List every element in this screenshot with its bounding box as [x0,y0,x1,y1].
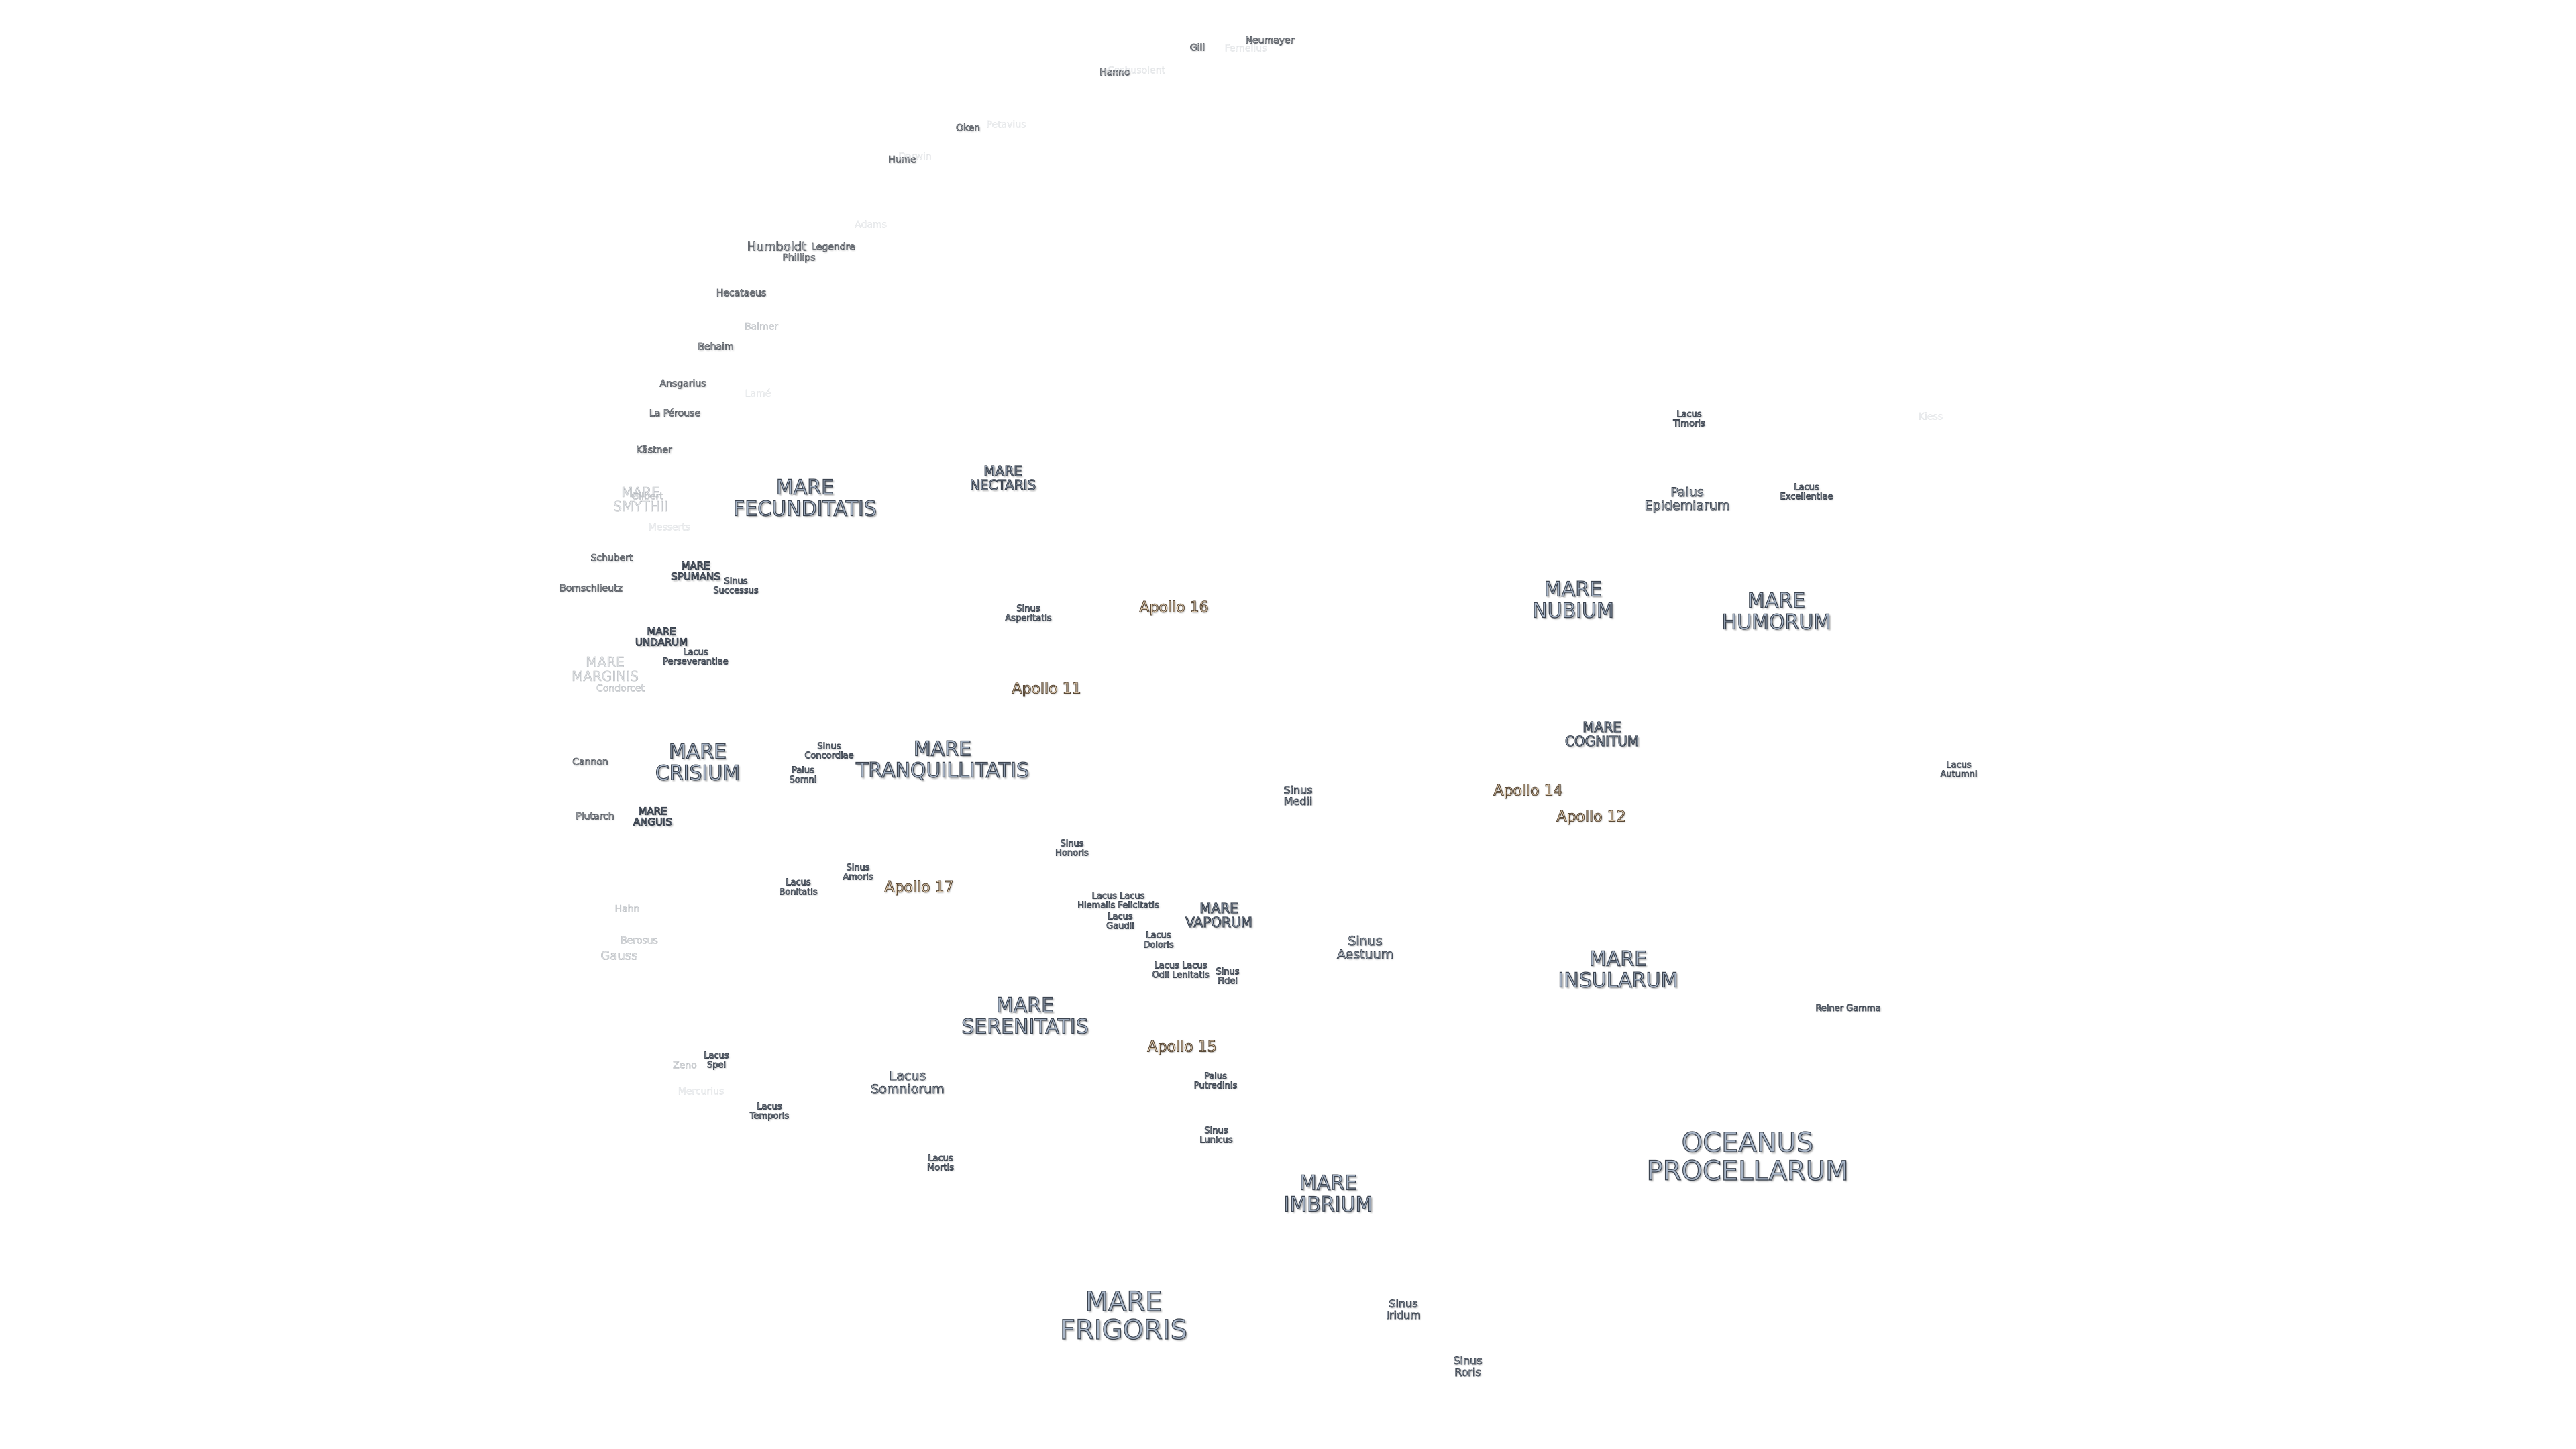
crater-hanno-label: Hanno [1099,67,1130,78]
crater-hahn-label: Hahn [614,904,640,915]
lacus-odii-label: Lacus Lacus Odii Lenitatis [1152,961,1210,980]
lacus-gaudii-label: Lacus Gaudii [1106,912,1135,931]
crater-gill-label: Gill [1189,42,1205,54]
reiner-gamma-label: Reiner Gamma [1815,1004,1881,1014]
crater-behaim-label: Behaim [698,341,734,353]
sinus-iridum-label: Sinus Iridum [1386,1297,1421,1322]
crater-mercurius-label: Mercurius [678,1086,724,1097]
crater-phillips-label: Phillips [782,252,816,264]
lacus-mortis-label: Lacus Mortis [927,1153,955,1173]
lacus-spei-label: Lacus Spei [704,1051,729,1070]
lacus-doloris-label: Lacus Doloris [1143,930,1174,950]
crater-hume-label: Hume [888,154,916,166]
oceanus-procellarum-label: OCEANUS PROCELLARUM [1646,1128,1849,1187]
lacus-excellentiae-label: Lacus Excellentiae [1780,482,1833,502]
crater-neumayer-label: Neumayer [1245,35,1295,46]
crater-oken-label: Oken [955,123,981,134]
sinus-honoris-label: Sinus Honoris [1055,839,1089,858]
mare-crisium-label: MARE CRISIUM [655,740,741,785]
mare-smythii-label: MARE SMYTHII [613,484,668,515]
apollo-17-label: Apollo 17 [884,879,954,896]
apollo-16-label: Apollo 16 [1139,599,1209,616]
crater-fernelius-label: Fernelius [1224,43,1267,54]
mare-serenitatis-label: MARE SERENITATIS [961,994,1089,1038]
mare-frigoris-label: MARE FRIGORIS [1059,1287,1188,1346]
mare-cognitum-label: MARE COGNITUM [1564,719,1640,749]
sinus-successus-label: Sinus Successus [713,576,759,596]
crater-la-perouse-label: La Pérouse [649,408,701,419]
crater-humboldt-label: Humboldt [747,239,807,254]
crater-gilbert-label: Gilbert [631,491,663,502]
crater-plutarch-label: Plutarch [576,811,614,822]
mare-imbrium-label: MARE IMBRIUM [1283,1171,1373,1216]
lacus-somniorum-label: Lacus Somniorum [871,1069,945,1097]
mare-insularum-label: MARE INSULARUM [1558,947,1678,992]
sinus-aestuum-label: Sinus Aestuum [1336,934,1394,962]
crater-gauss-label: Gauss [600,949,638,963]
crater-cosbusolent-label: Cosbusolent [1107,65,1166,76]
apollo-12-label: Apollo 12 [1556,808,1626,826]
lacus-bonitatis-label: Lacus Bonitatis [779,877,818,897]
crater-condorcet-label: Condorcet [596,683,645,694]
mare-humorum-label: MARE HUMORUM [1721,589,1831,634]
mare-nectaris-label: MARE NECTARIS [969,463,1036,493]
sinus-lunicus-label: Sinus Lunicus [1199,1126,1233,1145]
crater-berosus-label: Berosus [621,935,658,947]
mare-spumans-label: MARE SPUMANS [671,559,721,582]
crater-kiess-label: Kiess [1918,411,1943,423]
sinus-amoris-label: Sinus Amoris [843,863,873,882]
crater-schubert-label: Schubert [590,553,633,564]
lacus-temporis-label: Lacus Temporis [749,1102,790,1121]
crater-hecataeus-label: Hecataeus [716,288,767,299]
sinus-asperitatis-label: Sinus Asperitatis [1005,604,1052,623]
crater-ansgarius-label: Ansgarius [659,378,706,390]
mare-undarum-label: MARE UNDARUM [635,625,688,648]
crater-petavius-label: Petavius [986,119,1026,131]
lacus-autumni-label: Lacus Autumni [1940,760,1978,780]
sinus-fidei-label: Sinus Fidei [1216,967,1240,986]
crater-adams-label: Adams [855,219,887,231]
crater-lame-label: Lamé [745,388,771,400]
crater-balmer-label: Balmer [744,321,779,333]
crater-cannon-label: Cannon [572,757,608,768]
apollo-11-label: Apollo 11 [1012,680,1081,698]
crater-kastner-label: Kästner [636,445,672,456]
palus-epidemiarum-label: Palus Epidemiarum [1644,485,1730,513]
crater-bomschlieutz-label: Bomschlieutz [559,583,623,594]
crater-messerts-label: Messerts [648,522,691,533]
sinus-concordiae-label: Sinus Concordiae [804,741,854,761]
palus-somni-label: Palus Somni [789,765,817,785]
mare-marginis-label: MARE MARGINIS [572,654,639,684]
crater-zeno-label: Zeno [673,1060,697,1071]
lacus-perseverantiae-label: Lacus Perseverantiae [663,647,729,667]
mare-anguis-label: MARE ANGUIS [633,805,673,828]
sinus-medii-label: Sinus Medii [1283,784,1313,808]
mare-fecunditatis-label: MARE FECUNDITATIS [733,476,877,521]
sinus-roris-label: Sinus Roris [1453,1354,1483,1379]
mare-vaporum-label: MARE VAPORUM [1185,900,1253,930]
mare-tranquillitatis-label: MARE TRANQUILLITATIS [855,737,1030,782]
crater-darwin-label: Darwin [898,151,932,162]
lacus-felicitatis-label: Lacus Lacus Hiemalis Felicitatis [1077,891,1159,910]
crater-legendre-label: Legendre [811,241,855,253]
palus-putredinis-label: Palus Putredinis [1193,1071,1238,1091]
mare-nubium-label: MARE NUBIUM [1532,578,1615,623]
apollo-14-label: Apollo 14 [1493,782,1563,800]
lacus-timoris-label: Lacus Timoris [1673,409,1705,429]
apollo-15-label: Apollo 15 [1147,1038,1217,1056]
